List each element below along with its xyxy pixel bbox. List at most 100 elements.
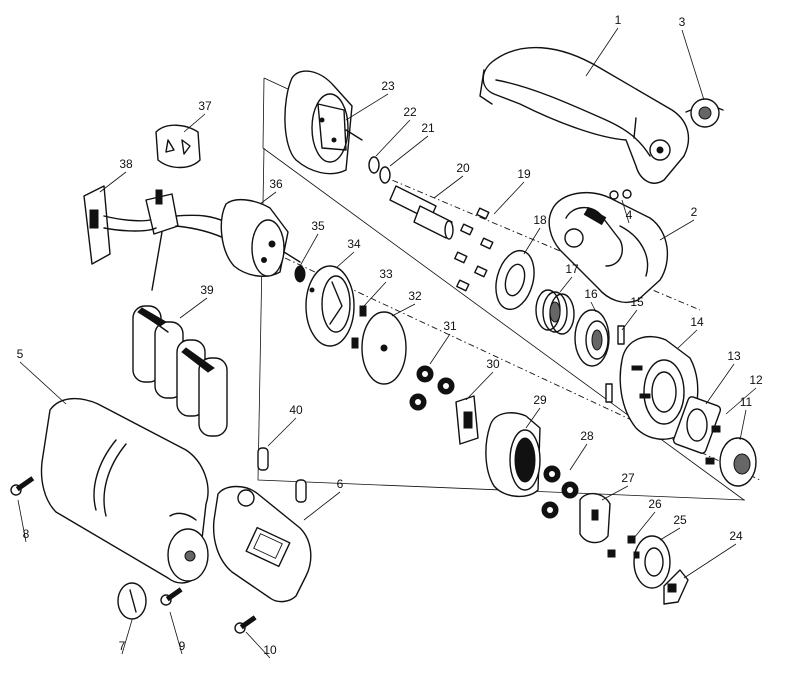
part-guide-pins bbox=[607, 535, 636, 558]
leader-line-35 bbox=[299, 233, 319, 267]
part-number-38: 38 bbox=[119, 157, 133, 171]
part-number-35: 35 bbox=[311, 219, 325, 233]
part-small-nuts bbox=[609, 189, 632, 200]
leader-line-10 bbox=[245, 631, 271, 659]
part-number-30: 30 bbox=[486, 357, 500, 371]
leader-line-40 bbox=[267, 417, 297, 447]
part-number-3: 3 bbox=[679, 15, 686, 29]
leader-line-15 bbox=[621, 309, 638, 331]
leader-line-27 bbox=[601, 485, 629, 501]
part-number-13: 13 bbox=[727, 349, 741, 363]
part-number-26: 26 bbox=[648, 497, 662, 511]
part-planet-carrier bbox=[455, 395, 479, 445]
part-number-39: 39 bbox=[200, 283, 214, 297]
part-number-20: 20 bbox=[456, 161, 470, 175]
part-number-36: 36 bbox=[269, 177, 283, 191]
part-spring bbox=[535, 289, 575, 335]
leader-line-11 bbox=[739, 409, 747, 441]
leader-line-9 bbox=[169, 611, 183, 655]
leader-line-32 bbox=[391, 303, 416, 317]
part-plate-screws bbox=[351, 305, 367, 349]
part-end-cap bbox=[719, 437, 757, 487]
part-shaft bbox=[389, 185, 454, 240]
leader-line-37 bbox=[183, 113, 206, 133]
leader-line-7 bbox=[121, 619, 133, 655]
part-number-32: 32 bbox=[408, 289, 422, 303]
part-large-washer bbox=[361, 311, 407, 385]
part-pins bbox=[454, 207, 494, 292]
part-number-16: 16 bbox=[584, 287, 598, 301]
part-battery-pack bbox=[132, 305, 228, 437]
part-number-33: 33 bbox=[379, 267, 393, 281]
part-number-21: 21 bbox=[421, 121, 435, 135]
part-retaining-plate bbox=[672, 396, 722, 454]
part-switch-wiring bbox=[83, 185, 229, 291]
part-handle bbox=[479, 46, 690, 184]
leader-line-14 bbox=[677, 329, 698, 349]
leader-line-30 bbox=[465, 371, 494, 401]
part-bearings bbox=[409, 365, 455, 411]
part-number-28: 28 bbox=[580, 429, 594, 443]
part-number-15: 15 bbox=[630, 295, 644, 309]
part-motor bbox=[220, 198, 301, 277]
leader-line-3 bbox=[681, 29, 705, 101]
leader-line-38 bbox=[99, 171, 127, 193]
part-screws bbox=[10, 476, 257, 634]
leader-line-28 bbox=[569, 443, 588, 471]
part-number-24: 24 bbox=[729, 529, 743, 543]
leader-line-17 bbox=[559, 276, 573, 293]
leader-line-31 bbox=[429, 333, 451, 365]
part-washers-small bbox=[368, 156, 391, 184]
part-number-7: 7 bbox=[119, 639, 126, 653]
part-number-9: 9 bbox=[179, 639, 186, 653]
part-number-23: 23 bbox=[381, 79, 395, 93]
part-number-18: 18 bbox=[533, 213, 547, 227]
part-number-10: 10 bbox=[263, 643, 277, 657]
leader-line-39 bbox=[179, 297, 208, 319]
leader-lines bbox=[17, 27, 757, 659]
leader-line-4 bbox=[621, 199, 630, 224]
part-number-37: 37 bbox=[198, 99, 212, 113]
leader-line-24 bbox=[683, 543, 737, 579]
leader-line-33 bbox=[363, 281, 387, 307]
part-planet-bearings bbox=[541, 465, 579, 519]
leader-line-23 bbox=[345, 93, 389, 121]
part-number-17: 17 bbox=[565, 262, 579, 276]
leader-line-8 bbox=[17, 499, 27, 543]
part-number-40: 40 bbox=[289, 403, 303, 417]
leader-line-22 bbox=[375, 119, 411, 157]
part-number-29: 29 bbox=[533, 393, 547, 407]
leader-line-20 bbox=[433, 175, 464, 199]
part-contact-pins bbox=[257, 447, 307, 503]
part-housing-half bbox=[548, 191, 669, 304]
leader-line-19 bbox=[493, 181, 525, 215]
part-battery-housing bbox=[40, 397, 209, 584]
part-number-6: 6 bbox=[337, 477, 344, 491]
part-gear-housing bbox=[284, 70, 363, 175]
leader-line-13 bbox=[705, 363, 735, 405]
leader-line-21 bbox=[389, 135, 429, 167]
part-clip bbox=[155, 124, 201, 169]
part-number-25: 25 bbox=[673, 513, 687, 527]
part-number-5: 5 bbox=[17, 347, 24, 361]
part-number-22: 22 bbox=[403, 105, 417, 119]
part-number-27: 27 bbox=[621, 471, 635, 485]
leader-line-29 bbox=[525, 407, 541, 429]
leader-line-1 bbox=[585, 27, 619, 77]
part-number-1: 1 bbox=[615, 13, 622, 27]
part-switch-knob bbox=[685, 98, 724, 128]
leader-line-25 bbox=[659, 527, 681, 541]
leader-line-6 bbox=[303, 491, 341, 521]
leader-line-2 bbox=[659, 219, 695, 241]
part-sun-plate bbox=[579, 493, 611, 544]
part-pinion bbox=[294, 265, 306, 283]
part-spindle-coupler bbox=[663, 569, 689, 605]
part-number-4: 4 bbox=[626, 208, 633, 222]
part-number-12: 12 bbox=[749, 373, 763, 387]
leader-line-34 bbox=[335, 251, 355, 269]
part-small-cap bbox=[117, 582, 147, 620]
part-number-31: 31 bbox=[443, 319, 457, 333]
